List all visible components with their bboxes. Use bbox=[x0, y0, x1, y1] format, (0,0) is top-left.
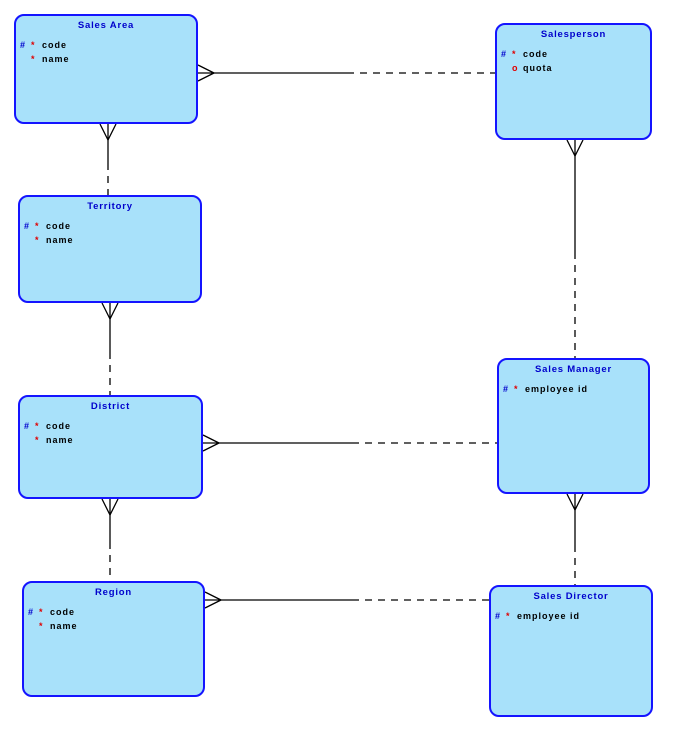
entity-region[interactable]: Region # * code * name bbox=[22, 581, 205, 697]
optional-marker: o bbox=[512, 63, 519, 73]
entity-sales-area[interactable]: Sales Area # * code * name bbox=[14, 14, 198, 124]
relationship-sales-area-territory[interactable] bbox=[99, 123, 117, 195]
mandatory-marker: * bbox=[506, 611, 511, 621]
entity-sales-manager[interactable]: Sales Manager # * employee id bbox=[497, 358, 650, 494]
pk-marker: # bbox=[24, 421, 31, 431]
attribute-row: * name bbox=[20, 433, 201, 447]
entity-title: District bbox=[90, 401, 131, 412]
mandatory-marker: * bbox=[35, 435, 40, 445]
attribute-row: # * employee id bbox=[499, 382, 648, 396]
pk-marker: # bbox=[20, 40, 27, 50]
pk-marker: # bbox=[503, 384, 510, 394]
entity-territory[interactable]: Territory # * code * name bbox=[18, 195, 202, 303]
relationship-region-sales-director[interactable] bbox=[204, 591, 489, 609]
attribute-name: name bbox=[50, 621, 78, 631]
attribute-name: name bbox=[46, 235, 74, 245]
relationship-sales-manager-sales-director[interactable] bbox=[566, 493, 584, 585]
attribute-row: # * code bbox=[20, 419, 201, 433]
attribute-row: * name bbox=[24, 619, 203, 633]
relationship-district-sales-manager[interactable] bbox=[202, 434, 497, 452]
entity-title: Salesperson bbox=[540, 29, 607, 40]
entity-title: Region bbox=[95, 587, 132, 598]
mandatory-marker: * bbox=[31, 40, 36, 50]
pk-marker: # bbox=[24, 221, 31, 231]
attribute-row: # * code bbox=[24, 605, 203, 619]
entity-title: Sales Manager bbox=[535, 364, 612, 375]
pk-marker: # bbox=[495, 611, 502, 621]
attribute-row: # * code bbox=[20, 219, 200, 233]
entity-title: Territory bbox=[87, 201, 133, 212]
mandatory-marker: * bbox=[512, 49, 517, 59]
mandatory-marker: * bbox=[39, 621, 44, 631]
entity-district[interactable]: District # * code * name bbox=[18, 395, 203, 499]
relationship-salesperson-sales-manager[interactable] bbox=[566, 139, 584, 358]
entity-title: Sales Director bbox=[533, 591, 609, 602]
attribute-name: employee id bbox=[517, 611, 581, 621]
attribute-row: # * code bbox=[16, 38, 196, 52]
entity-title: Sales Area bbox=[77, 20, 135, 31]
attribute-name: employee id bbox=[525, 384, 589, 394]
attribute-row: o quota bbox=[497, 61, 650, 75]
attribute-name: name bbox=[42, 54, 70, 64]
mandatory-marker: * bbox=[35, 235, 40, 245]
relationship-sales-area-salesperson[interactable] bbox=[197, 64, 495, 82]
attribute-row: # * code bbox=[497, 47, 650, 61]
attribute-row: * name bbox=[16, 52, 196, 66]
attribute-name: code bbox=[50, 607, 76, 617]
pk-marker: # bbox=[501, 49, 508, 59]
attribute-name: quota bbox=[523, 63, 553, 73]
attribute-name: code bbox=[42, 40, 68, 50]
mandatory-marker: * bbox=[31, 54, 36, 64]
relationship-territory-district[interactable] bbox=[101, 302, 119, 395]
attribute-name: name bbox=[46, 435, 74, 445]
attribute-row: # * employee id bbox=[491, 609, 651, 623]
attribute-name: code bbox=[523, 49, 549, 59]
mandatory-marker: * bbox=[39, 607, 44, 617]
entity-sales-director[interactable]: Sales Director # * employee id bbox=[489, 585, 653, 717]
mandatory-marker: * bbox=[35, 221, 40, 231]
attribute-name: code bbox=[46, 421, 72, 431]
mandatory-marker: * bbox=[514, 384, 519, 394]
entity-salesperson[interactable]: Salesperson # * code o quota bbox=[495, 23, 652, 140]
attribute-name: code bbox=[46, 221, 72, 231]
attribute-row: * name bbox=[20, 233, 200, 247]
relationship-district-region[interactable] bbox=[101, 498, 119, 581]
pk-marker: # bbox=[28, 607, 35, 617]
mandatory-marker: * bbox=[35, 421, 40, 431]
